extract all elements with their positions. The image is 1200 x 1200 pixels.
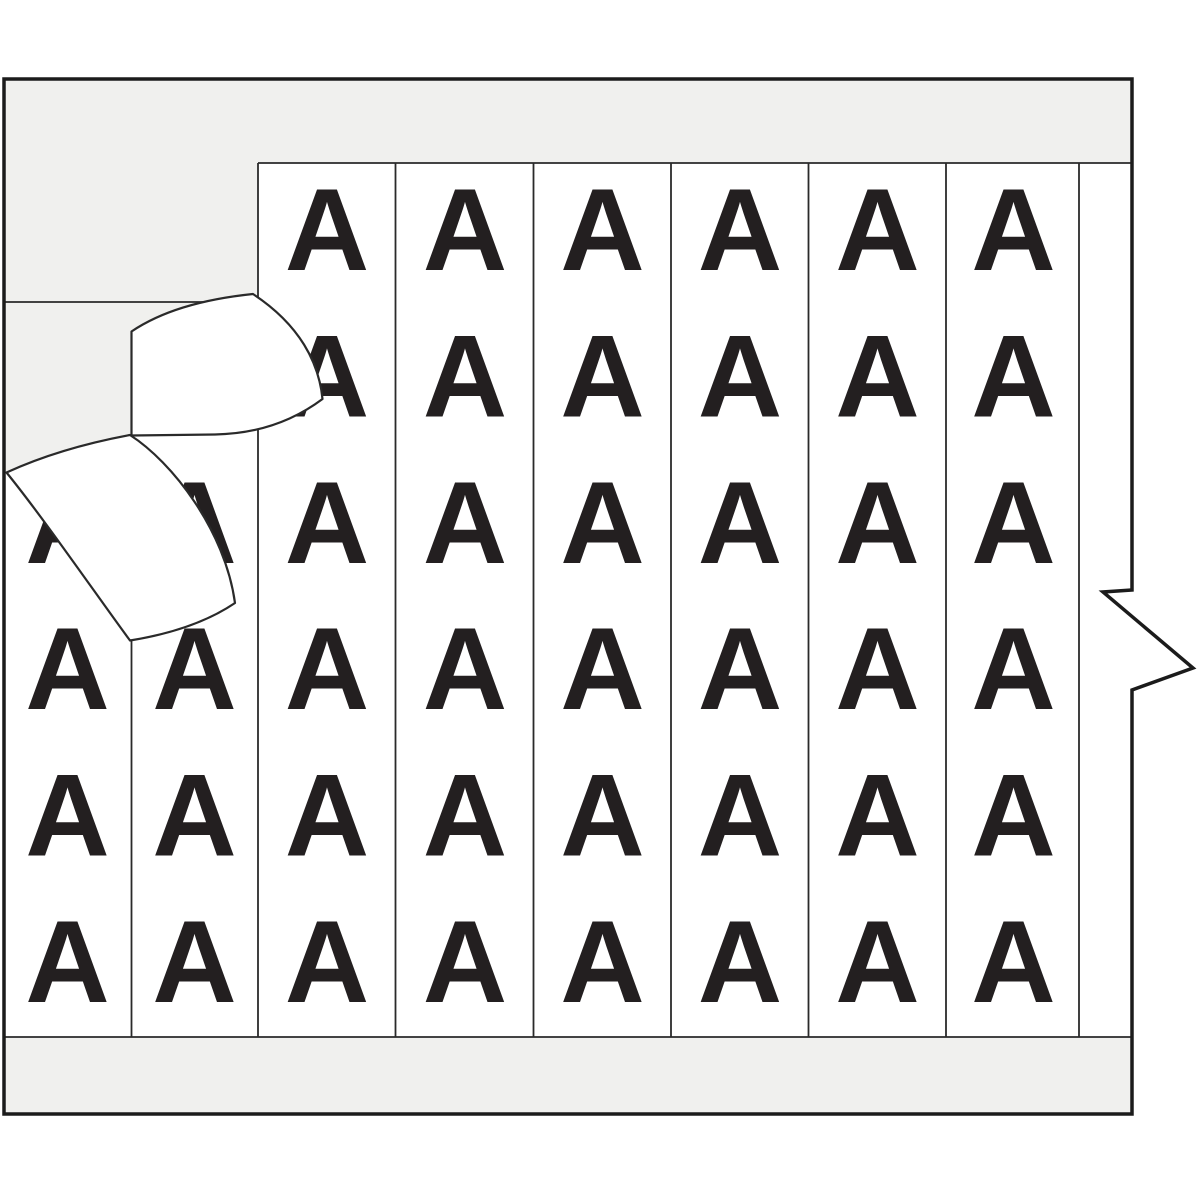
marker-letter: A [835, 896, 920, 1027]
marker-letter: A [560, 164, 645, 295]
marker-letter: A [560, 457, 645, 588]
marker-letter: A [152, 896, 237, 1027]
marker-letter: A [698, 310, 783, 441]
marker-letter: A [835, 457, 920, 588]
card-border-with-pull-tab-notch [2, 77, 1197, 1116]
marker-letter: A [285, 164, 370, 295]
marker-letter: A [971, 896, 1056, 1027]
exposed-liner [4, 302, 235, 473]
marker-letter: A [423, 750, 508, 881]
marker-letter: A [285, 750, 370, 881]
peeled-label-lower [5, 433, 237, 642]
marker-letter: A [560, 310, 645, 441]
marker-letter: A [971, 750, 1056, 881]
marker-letter: A [835, 603, 920, 734]
marker-letter: A [285, 457, 370, 588]
peeled-label-upper [130, 292, 324, 437]
marker-letter: A [285, 603, 370, 734]
marker-letter: A [423, 164, 508, 295]
label-strips-right-area [258, 163, 1132, 1037]
strip-horizontal-lines [4, 162, 1132, 1038]
marker-letter: A [971, 310, 1056, 441]
marker-letter: A [698, 896, 783, 1027]
marker-card: AAAAAAAAAAAAAAAAAAAAAAAAAAAAAAAAAAAAAAAA… [2, 77, 1197, 1116]
marker-letter: A [423, 457, 508, 588]
marker-letter: A [285, 896, 370, 1027]
marker-letter: A [698, 603, 783, 734]
marker-letter: A [971, 164, 1056, 295]
marker-letter: A [423, 310, 508, 441]
marker-letter: A [25, 603, 110, 734]
marker-letter: A [25, 896, 110, 1027]
marker-letter: A [835, 310, 920, 441]
marker-letter: A [698, 750, 783, 881]
marker-letter: A [560, 896, 645, 1027]
marker-letter: A [25, 750, 110, 881]
marker-letter: A [835, 750, 920, 881]
marker-letter: A [152, 750, 237, 881]
marker-letter: A [560, 750, 645, 881]
marker-letter: A [698, 164, 783, 295]
marker-letter: A [423, 896, 508, 1027]
marker-letter: A [971, 457, 1056, 588]
marker-letter: A [423, 603, 508, 734]
marker-letter: A [971, 603, 1056, 734]
marker-letter: A [835, 164, 920, 295]
marker-letter: A [560, 603, 645, 734]
marker-letter: A [698, 457, 783, 588]
